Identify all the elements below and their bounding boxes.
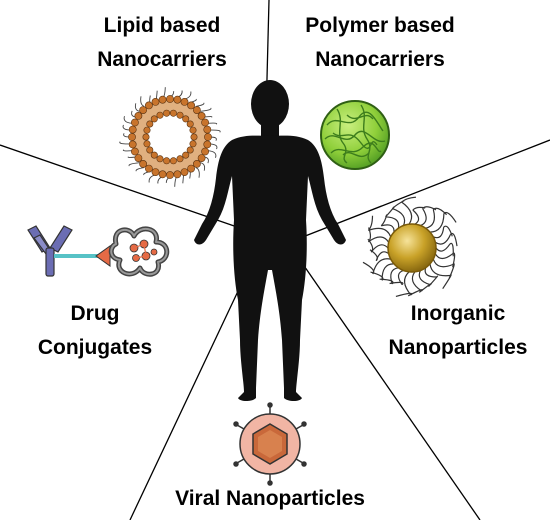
antibody-drug-conjugate-icon bbox=[27, 225, 170, 277]
label-drug-line1: Drug bbox=[70, 302, 120, 325]
label-inorganic-nanoparticles: Inorganic Nanoparticles bbox=[368, 297, 548, 365]
label-lipid-nanocarriers: Lipid based Nanocarriers bbox=[72, 9, 252, 77]
human-silhouette bbox=[194, 80, 346, 401]
liposome-icon bbox=[119, 87, 221, 187]
label-viral-nanoparticles: Viral Nanoparticles bbox=[150, 482, 390, 516]
label-polymer-nanocarriers: Polymer based Nanocarriers bbox=[280, 9, 480, 77]
label-lipid-line2: Nanocarriers bbox=[97, 48, 227, 71]
label-drug-conjugates: Drug Conjugates bbox=[20, 297, 170, 365]
protein-drug-icon bbox=[108, 226, 170, 277]
label-polymer-line2: Nanocarriers bbox=[315, 48, 445, 71]
divider-left-top bbox=[0, 144, 241, 229]
virus-icon bbox=[233, 402, 307, 486]
label-polymer-line1: Polymer based bbox=[305, 14, 455, 37]
label-viral-line1: Viral Nanoparticles bbox=[175, 487, 365, 510]
label-lipid-line1: Lipid based bbox=[103, 14, 221, 37]
divider-right-bottom bbox=[299, 259, 481, 521]
label-inorganic-line2: Nanoparticles bbox=[388, 336, 528, 359]
divider-left-bottom bbox=[129, 269, 249, 521]
antibody-icon bbox=[27, 225, 73, 277]
drug-payload-icon bbox=[95, 245, 111, 267]
label-drug-line2: Conjugates bbox=[37, 336, 153, 359]
polymer-nanoparticle-icon bbox=[320, 100, 390, 170]
inorganic-nanoparticle-icon bbox=[362, 196, 458, 297]
label-inorganic-line1: Inorganic bbox=[410, 302, 506, 325]
